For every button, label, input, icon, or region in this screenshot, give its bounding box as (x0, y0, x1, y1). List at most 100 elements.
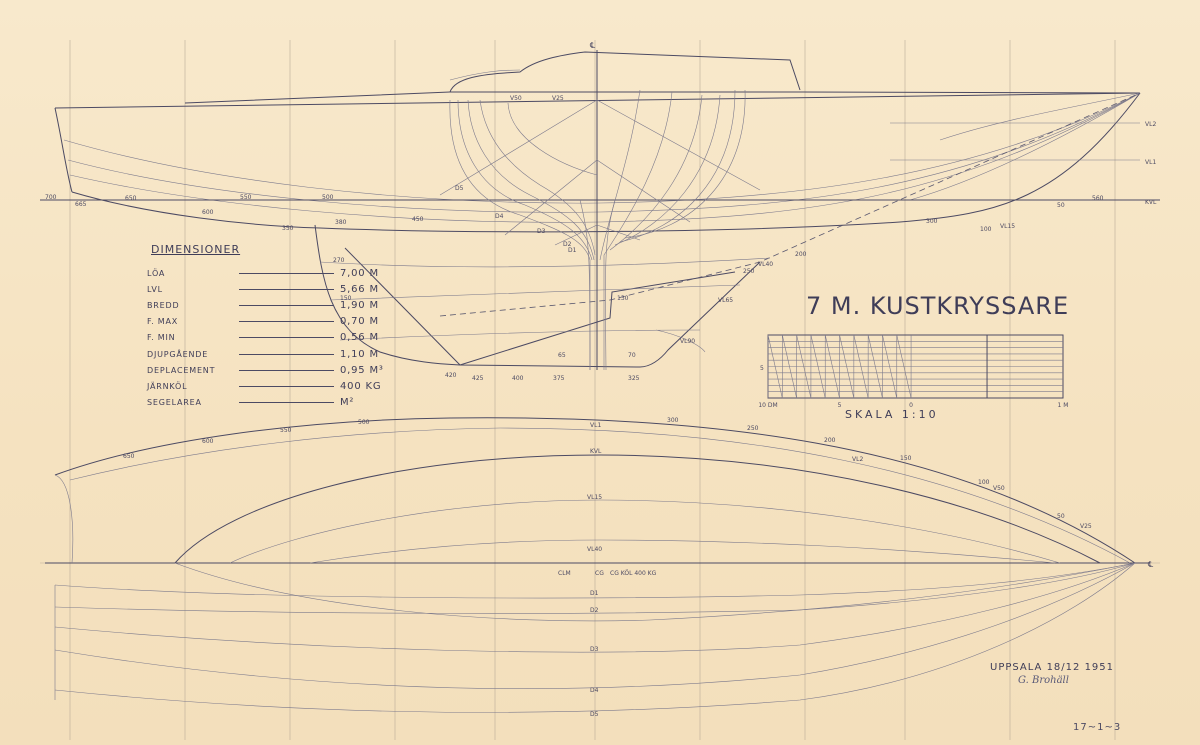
dimension-label: F. MAX (147, 317, 179, 327)
station-label: 50 (1057, 513, 1065, 520)
station-label: 270 (333, 257, 345, 264)
plan-line-label: VL1 (590, 422, 601, 429)
station-label: 700 (45, 194, 57, 201)
station-label: 500 (358, 419, 370, 426)
station-label: 150 (900, 455, 912, 462)
section-label: V50 (510, 95, 522, 102)
diagonal-plan (54, 562, 1136, 599)
dimensions-heading: DIMENSIONER (151, 243, 241, 256)
buttock-label: D5 (590, 711, 599, 718)
station-label: 50 (1057, 202, 1065, 209)
station-label: 500 (322, 194, 334, 201)
keel-waterline (339, 329, 701, 341)
waterline-label: VL1 (1145, 159, 1156, 166)
section-line (507, 102, 598, 176)
scale-diagonal (796, 334, 812, 399)
station-label: 150 (340, 295, 352, 302)
scale-diagonal (853, 334, 869, 399)
waterline-label: KVL (1145, 199, 1157, 206)
station-label: 600 (202, 209, 214, 216)
section-line (609, 94, 703, 251)
station-label: 560 (1092, 195, 1104, 202)
station-label: 250 (743, 268, 755, 275)
station-label: 400 (512, 375, 524, 382)
scale-diagonal (867, 334, 883, 399)
ballast-dashed-line (439, 92, 1141, 317)
fin-line (579, 199, 616, 371)
scale-diagonal (810, 334, 826, 399)
scale-diagonal (782, 334, 797, 399)
station-label: 300 (667, 417, 679, 424)
hull-underline (71, 92, 1141, 233)
stem-line (54, 107, 73, 193)
scale-caption: SKALA 1:10 (845, 408, 939, 421)
place-date: UPPSALA 18/12 1951 (990, 662, 1115, 673)
dimension-row: BREDD 1,90 M (147, 297, 400, 313)
dimension-value: 0,56 M (340, 332, 379, 344)
diagonal-label: D1 (568, 247, 577, 254)
station-label: 650 (125, 195, 137, 202)
deck-line (184, 91, 1141, 104)
diagonal-plan (54, 562, 1136, 653)
dimension-value: 1,90 M (340, 299, 379, 311)
dimension-value: 5,66 M (340, 283, 379, 295)
stem-plan (54, 474, 74, 564)
drawing-title: 7 M. KUSTKRYSSARE (806, 292, 1070, 320)
plan-line-label: VL15 (587, 494, 602, 501)
buttock-line (63, 92, 1141, 204)
dimension-value: 0,95 M³ (340, 364, 384, 376)
diagonal-plan (54, 562, 1136, 689)
dimension-mark: 70 (628, 352, 636, 359)
section-line (449, 99, 591, 370)
center-label: CG (595, 570, 604, 577)
section-line (467, 99, 595, 261)
station-label: 350 (282, 225, 294, 232)
station-label: 420 (445, 372, 457, 379)
center-label: CLM (558, 570, 571, 577)
dimension-mark: 65 (558, 352, 566, 359)
dimension-label: LÖA (147, 268, 166, 278)
diagonal-plan (174, 562, 1136, 622)
keel-waterline (319, 257, 771, 268)
station-label: 325 (628, 375, 640, 382)
station-label: 100 (978, 479, 990, 486)
ballast-keel-line (459, 271, 736, 366)
cabin-roof (449, 51, 801, 93)
center-label: CG KÖL 400 KG (610, 570, 657, 577)
scale-diagonal (824, 334, 840, 399)
scale-side-label: 5 (760, 365, 764, 372)
dimension-row: LÖA 7,00 M (147, 265, 400, 281)
dimension-value: 1,10 M (340, 348, 379, 360)
station-label: 600 (202, 438, 214, 445)
station-label: 550 (280, 427, 292, 434)
section-line (457, 99, 593, 261)
drawing-number: 17~1~3 (1073, 722, 1122, 733)
waterline-label: VL40 (758, 261, 773, 268)
centerline-symbol: ℄ (1148, 560, 1154, 569)
station-label: 100 (980, 226, 992, 233)
plan-line-label: KVL (590, 448, 602, 455)
scale-diagonal (882, 334, 898, 399)
dimension-value: 7,00 M (340, 267, 379, 279)
diagonal-plan (54, 562, 1136, 614)
station-label: 375 (553, 375, 565, 382)
station-label: 450 (412, 216, 424, 223)
station-label: 300 (926, 218, 938, 225)
dimension-label: JÄRNKÖL (147, 381, 188, 391)
plan-line-label: V50 (993, 485, 1005, 492)
centerline-symbol: ℄ (590, 41, 596, 50)
buttock-label: D2 (590, 607, 599, 614)
section-line (624, 89, 746, 239)
section-line (614, 94, 721, 246)
dimension-label: BREDD (147, 300, 180, 310)
station-label: 200 (824, 437, 836, 444)
diagonal-label: D2 (563, 241, 572, 248)
station-label: 650 (123, 453, 135, 460)
dimension-mark: 130 (617, 295, 629, 302)
plan-line-label: VL2 (852, 456, 863, 463)
